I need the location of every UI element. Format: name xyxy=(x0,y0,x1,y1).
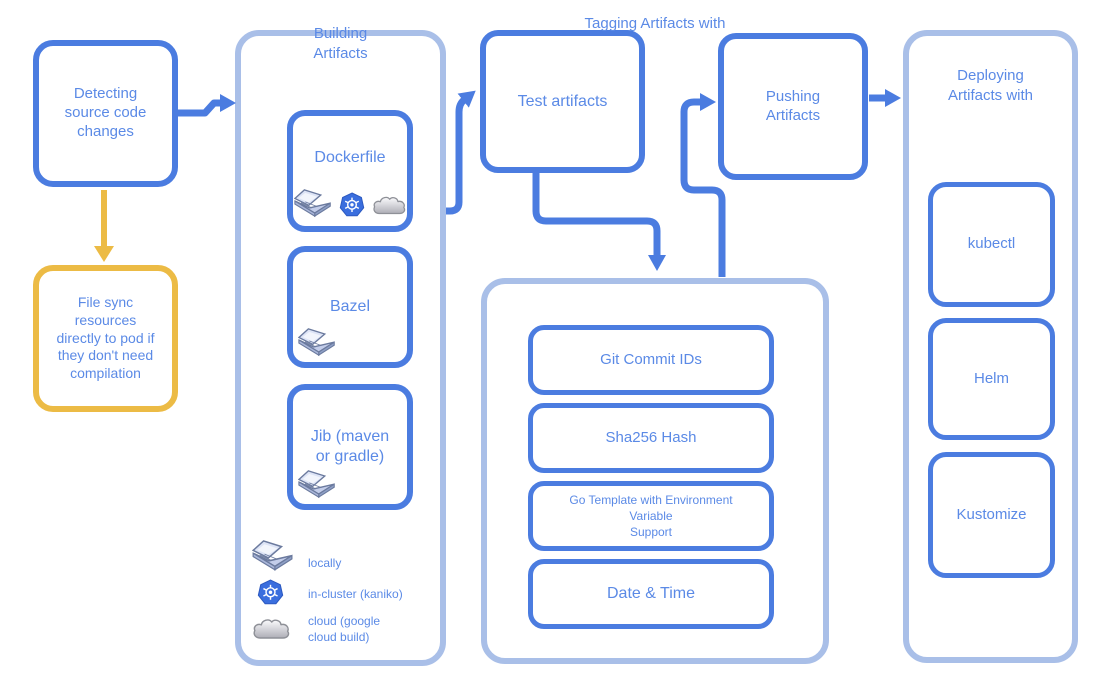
legend-label-locally: locally xyxy=(308,556,342,570)
node-label: Date & Time xyxy=(606,585,696,602)
node-sha256-hash: Sha256 Hash xyxy=(528,403,774,473)
arrow-building-to-test xyxy=(446,90,476,215)
builder-icons xyxy=(293,189,407,220)
cloud-icon xyxy=(252,616,290,641)
node-detecting-source-changes: Detecting source code changes xyxy=(33,40,178,187)
node-label: Test artifacts xyxy=(517,92,608,110)
node-file-sync: File sync resources directly to pod if t… xyxy=(33,265,178,412)
node-date-time: Date & Time xyxy=(528,559,774,629)
node-label: Go Template with Environment Variable Su… xyxy=(569,492,733,540)
legend-label-in-cluster: in-cluster (kaniko) xyxy=(308,587,403,601)
node-label: Pushing Artifacts xyxy=(765,87,821,124)
node-label: Bazel xyxy=(329,298,371,315)
laptop-icon xyxy=(294,189,332,220)
tagging-artifacts-title: Tagging Artifacts with xyxy=(584,15,726,32)
laptop-icon xyxy=(298,328,336,359)
arrow-test-to-tagging xyxy=(532,173,666,271)
cloud-icon xyxy=(372,194,406,216)
node-label: Detecting source code changes xyxy=(64,85,147,140)
legend-label-cloud: cloud (google cloud build) xyxy=(308,614,381,644)
node-label: Kustomize xyxy=(956,505,1027,523)
laptop-icon xyxy=(298,470,336,501)
node-test-artifacts: Test artifacts xyxy=(480,30,645,173)
node-go-template: Go Template with Environment Variable Su… xyxy=(528,481,774,551)
arrow-tagging-to-pushing xyxy=(680,93,726,277)
node-kubectl: kubectl xyxy=(928,182,1055,307)
kubernetes-icon xyxy=(257,579,284,606)
node-bazel: Bazel xyxy=(287,246,413,368)
node-helm: Helm xyxy=(928,318,1055,440)
node-label: kubectl xyxy=(967,235,1016,253)
building-artifacts-title: Building Artifacts xyxy=(313,25,368,62)
node-label: Git Commit IDs xyxy=(600,350,702,368)
node-dockerfile: Dockerfile xyxy=(287,110,413,232)
node-label: Sha256 Hash xyxy=(605,428,697,446)
node-git-commit-ids: Git Commit IDs xyxy=(528,325,774,395)
deploying-artifacts-title: Deploying Artifacts with xyxy=(947,67,1034,104)
arrow-detecting-to-building xyxy=(178,94,236,117)
node-label: Dockerfile xyxy=(314,149,386,166)
node-label: File sync resources directly to pod if t… xyxy=(56,293,155,382)
kubernetes-icon xyxy=(339,192,365,218)
laptop-icon xyxy=(252,540,294,574)
node-jib: Jib (maven or gradle) xyxy=(287,384,413,510)
node-label: Jib (maven or gradle) xyxy=(310,428,390,465)
node-pushing-artifacts: Pushing Artifacts xyxy=(718,33,868,180)
node-label: Helm xyxy=(973,369,1009,387)
node-kustomize: Kustomize xyxy=(928,452,1055,578)
